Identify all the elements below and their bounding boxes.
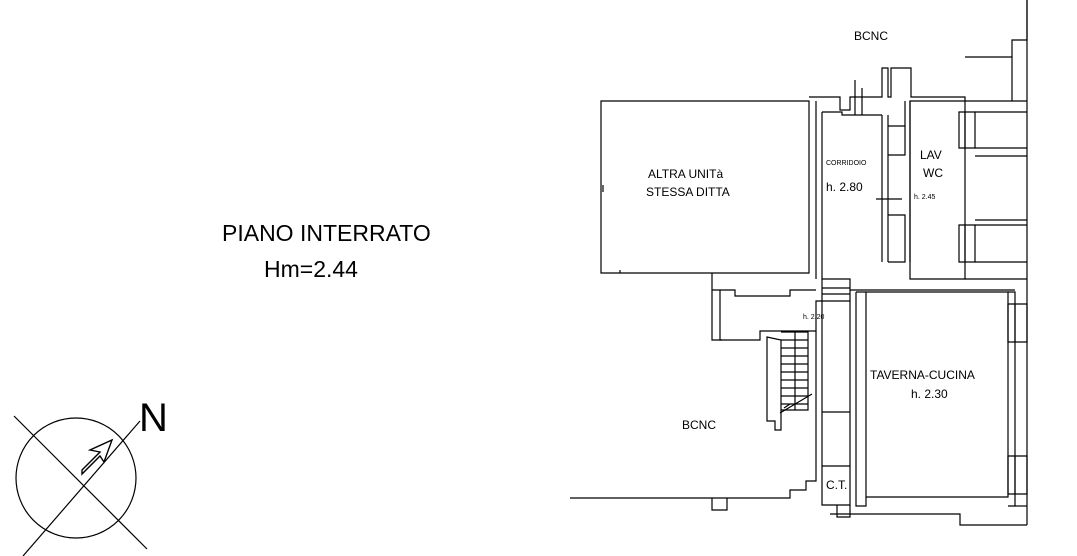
- stair-arrow: [780, 394, 812, 413]
- wall: [822, 412, 850, 466]
- wall: [975, 225, 1027, 262]
- wall: [888, 215, 905, 262]
- window: [1008, 456, 1027, 494]
- wall: [570, 331, 816, 498]
- room-height-corridoio: h. 2.80: [826, 180, 863, 194]
- wall: [905, 101, 910, 262]
- wall: [888, 126, 905, 155]
- room-label-taverna: TAVERNA-CUCINA: [870, 368, 975, 382]
- room-label-bcnc-top: BCNC: [854, 29, 889, 43]
- wall: [809, 68, 965, 110]
- plan-title: PIANO INTERRATO: [222, 220, 431, 246]
- north-arrow-icon: [14, 416, 147, 556]
- room-label-bcnc-bottom: BCNC: [682, 418, 717, 432]
- altra-unita-room: [601, 101, 809, 273]
- average-height-label: Hm=2.44: [264, 256, 358, 282]
- taverna-room: [866, 292, 1008, 497]
- wall: [822, 288, 850, 294]
- window: [1008, 304, 1027, 342]
- wall: [856, 292, 1015, 506]
- wall: [712, 498, 727, 510]
- wall: [837, 505, 850, 517]
- wall: [720, 290, 816, 296]
- room-label-corridoio: CORRIDOIO: [826, 160, 867, 167]
- wall: [830, 514, 1027, 525]
- wall: [712, 273, 850, 340]
- window: [959, 225, 975, 262]
- room-label-ct: C.T.: [826, 478, 848, 492]
- room-label-altra-unita-1: ALTRA UNITà: [648, 167, 724, 181]
- wall: [975, 156, 1027, 220]
- wall: [855, 80, 862, 115]
- wall: [822, 301, 850, 505]
- room-label-wc: WC: [923, 166, 943, 180]
- wall: [910, 101, 965, 279]
- wall: [603, 185, 620, 273]
- window: [959, 112, 975, 148]
- landing-height: h. 2.20: [803, 314, 825, 321]
- room-label-altra-unita-2: STESSA DITTA: [646, 185, 730, 199]
- wall: [975, 112, 1027, 148]
- north-label: N: [139, 396, 168, 440]
- wall: [1012, 0, 1027, 57]
- wall: [822, 112, 882, 115]
- wall: [712, 290, 722, 340]
- room-label-lav: LAV: [920, 148, 942, 162]
- room-height-taverna: h. 2.30: [911, 387, 948, 401]
- wall: [882, 115, 888, 262]
- room-height-wc: h. 2.45: [914, 194, 936, 201]
- staircase: [767, 337, 781, 430]
- wall: [965, 57, 1027, 101]
- wall: [816, 101, 822, 279]
